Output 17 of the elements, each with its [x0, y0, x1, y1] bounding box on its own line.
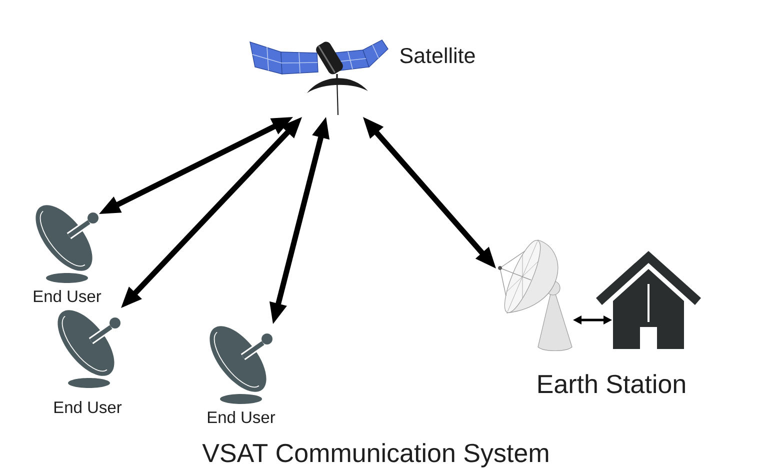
satellite-dish	[58, 310, 120, 388]
double-arrow	[270, 117, 330, 324]
device-label: End User	[208, 411, 276, 424]
satellite-dish	[36, 205, 98, 283]
device-label: End User	[54, 401, 122, 414]
double-arrow	[573, 316, 612, 324]
device-label: End User	[34, 290, 102, 302]
house	[596, 251, 701, 349]
satellite	[250, 40, 388, 116]
device-label: Satellite	[400, 47, 475, 64]
dish-antenna	[498, 240, 572, 352]
diagram-caption: VSAT Communication System	[202, 443, 548, 468]
double-arrow	[121, 117, 302, 308]
station-label: Earth Station	[538, 374, 685, 394]
double-arrow	[363, 117, 496, 268]
satellite-dish	[210, 326, 272, 404]
double-arrow	[99, 117, 293, 214]
